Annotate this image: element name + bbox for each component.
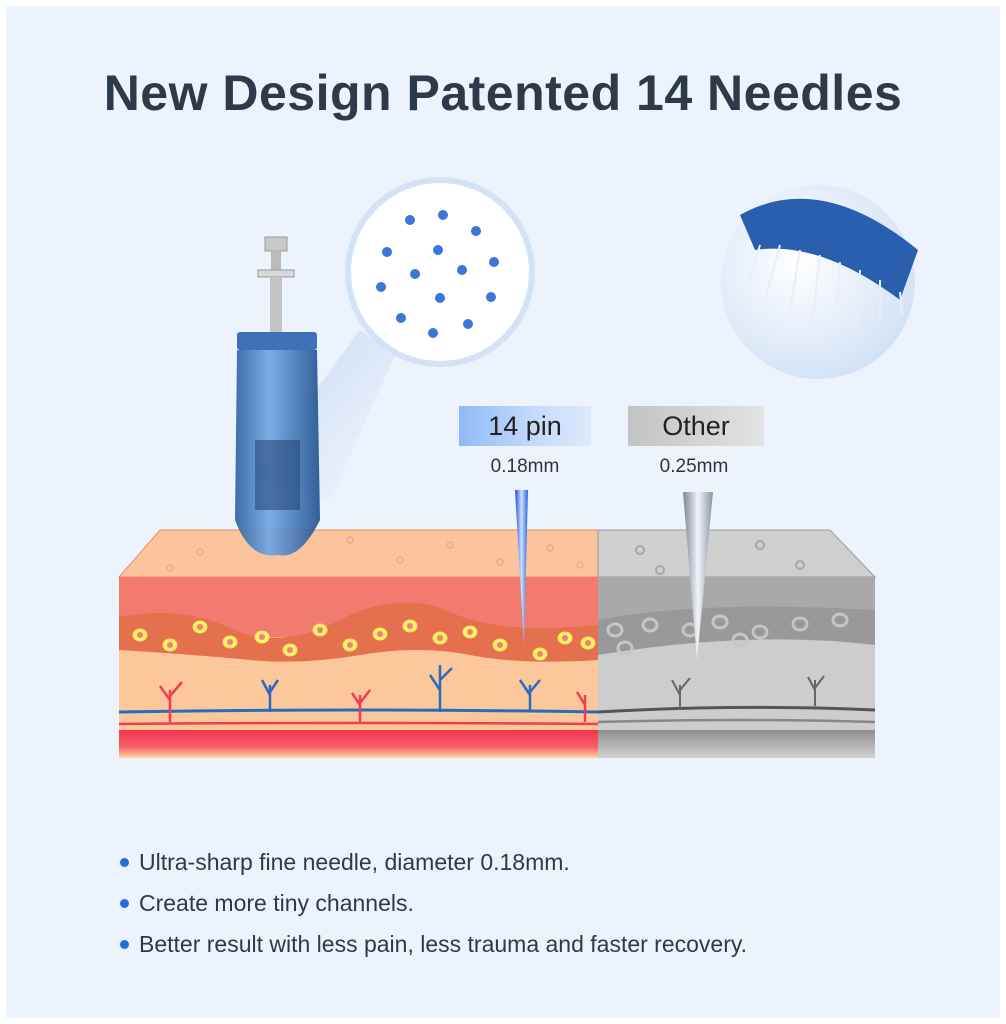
bullet-icon	[120, 899, 129, 908]
bullet-icon	[120, 940, 129, 949]
skin-cross-section-14pin	[118, 577, 599, 758]
14pin-needle	[515, 490, 528, 646]
14pin-diameter: 0.18mm	[490, 456, 560, 477]
other-diameter: 0.25mm	[659, 456, 729, 477]
needle-tip-closeup	[721, 185, 918, 379]
other-label: Other	[628, 406, 764, 446]
page-title: New Design Patented 14 Needles	[103, 65, 903, 121]
needle-pattern-magnifier	[345, 177, 535, 367]
14pin-label: 14 pin	[459, 406, 591, 446]
feature-item: Better result with less pain, less traum…	[120, 924, 747, 965]
other-needle	[683, 492, 713, 660]
skin-cross-section-other	[597, 577, 876, 758]
needle-cartridge	[235, 236, 320, 556]
feature-item: Create more tiny channels.	[120, 883, 747, 924]
feature-list: Ultra-sharp fine needle, diameter 0.18mm…	[120, 842, 747, 965]
bullet-icon	[120, 858, 129, 867]
feature-item: Ultra-sharp fine needle, diameter 0.18mm…	[120, 842, 747, 883]
background-panel	[6, 6, 1000, 1018]
